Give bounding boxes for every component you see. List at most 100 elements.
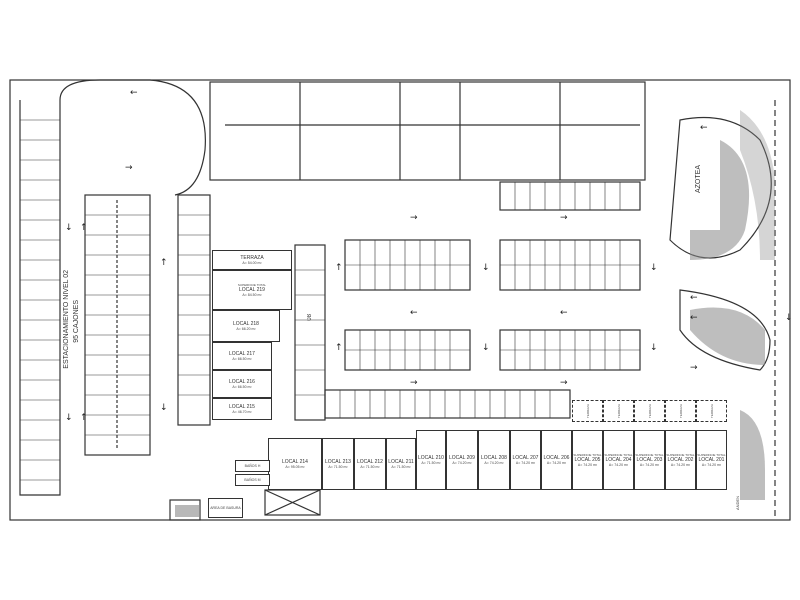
level-mark: 08 — [307, 314, 313, 321]
local-label: LOCAL 213 — [325, 459, 351, 465]
local-area: A= 74.20 m² — [639, 463, 660, 467]
terraza-bottom-label: TERRAZA — [678, 403, 683, 418]
superficie-label: SUPERFICIE TOTAL — [697, 453, 726, 457]
local-area: A= 66.50 m² — [232, 357, 252, 361]
svg-text:↓: ↓ — [65, 223, 73, 233]
terraza-area: A= 54.00 m² — [242, 261, 262, 265]
terraza-bottom-label: TERRAZA — [616, 403, 621, 418]
area-basura: AREA DE BASURA — [208, 498, 243, 518]
terraza-label: TERRAZA — [240, 255, 264, 261]
parking-title: ESTACIONAMIENTO NIVEL 02 — [63, 270, 70, 369]
banos-m: BAÑOS M — [235, 474, 270, 486]
local-area: A= 95.05 m² — [285, 465, 305, 469]
local-area: A= 74.20 m² — [670, 463, 691, 467]
local-label: LOCAL 209 — [449, 455, 475, 461]
svg-text:↓: ↓ — [482, 343, 490, 353]
local-area: A= 84.50 m² — [242, 293, 262, 297]
local-label: LOCAL 214 — [282, 459, 308, 465]
banos-h-label: BAÑOS H — [244, 464, 261, 468]
svg-text:↓: ↓ — [650, 343, 658, 353]
local-area: A= 74.20 m² — [452, 461, 472, 465]
superficie-label: SUPERFICIE TOTAL — [573, 453, 602, 457]
local-area: A= 66.20 m² — [236, 327, 256, 331]
svg-text:→: → — [560, 213, 568, 223]
local-label: LOCAL 218 — [233, 321, 259, 327]
terraza-bottom: TERRAZA — [665, 400, 696, 422]
local-label: LOCAL 217 — [229, 351, 255, 357]
terraza-bottom-label: TERRAZA — [585, 403, 590, 418]
right-parking-column — [294, 244, 326, 421]
upper-curved-ramp — [59, 79, 206, 196]
anden-label: ANDEN — [735, 496, 740, 511]
svg-text:↓: ↓ — [650, 263, 658, 273]
right-lower-island — [679, 289, 771, 371]
svg-text:→: → — [410, 378, 418, 388]
svg-text:→: → — [560, 378, 568, 388]
svg-text:←: ← — [410, 308, 418, 318]
svg-text:↑: ↑ — [335, 263, 343, 273]
svg-text:→: → — [125, 163, 133, 173]
banos-h: BAÑOS H — [235, 460, 270, 472]
svg-text:←: ← — [130, 88, 138, 98]
local-area: A= 74.20 m² — [701, 463, 722, 467]
svg-text:↓: ↓ — [785, 313, 793, 323]
terraza: TERRAZA A= 54.00 m² — [212, 250, 292, 270]
local-area: A= 71.50 m² — [328, 465, 348, 469]
azotea-label: AZOTEA — [695, 165, 702, 194]
local-label: LOCAL 215 — [229, 404, 255, 410]
superficie-label: SUPERFICIE TOTAL — [666, 453, 695, 457]
local-label: LOCAL 207 — [512, 455, 539, 461]
traffic-arrows: ←→ ↓↑ ↓↑ ↑↓ →→ ←← →→ ↑↑ ↓↓ ↓↓ ←←→ ←↓ — [65, 88, 793, 423]
local-area: A= 71.50 m² — [391, 465, 411, 469]
local-area: A= 71.50 m² — [421, 461, 441, 465]
central-parking-block — [84, 194, 151, 456]
terraza-bottom: TERRAZA — [572, 400, 603, 422]
svg-text:→: → — [410, 213, 418, 223]
svg-text:→: → — [690, 363, 698, 373]
local-label: LOCAL 204 — [605, 457, 632, 463]
left-parking-row — [19, 100, 61, 496]
superficie-label: SUPERFICIE TOTAL — [635, 453, 664, 457]
basura-label: AREA DE BASURA — [210, 506, 241, 510]
svg-text:↓: ↓ — [482, 263, 490, 273]
svg-text:↓: ↓ — [160, 403, 168, 413]
terraza-bottom: TERRAZA — [634, 400, 665, 422]
local-label: LOCAL 205 — [574, 457, 601, 463]
site-boundary — [9, 79, 791, 521]
terraza-bottom-label: TERRAZA — [709, 403, 714, 418]
parking-stall-lines — [20, 119, 640, 481]
local-area: A= 71.50 m² — [360, 465, 380, 469]
svg-text:↑: ↑ — [160, 258, 168, 268]
local-label: LOCAL 206 — [543, 455, 570, 461]
local-area: A= 74.20 m² — [515, 461, 536, 465]
local-label: LOCAL 201 — [698, 457, 725, 463]
svg-text:←: ← — [690, 293, 698, 303]
banos-m-label: BAÑOS M — [244, 478, 261, 482]
svg-text:←: ← — [560, 308, 568, 318]
hatched-areas — [175, 110, 775, 517]
svg-text:↑: ↑ — [335, 343, 343, 353]
left-mid-parking — [177, 194, 211, 426]
local-area: A= 74.20 m² — [577, 463, 598, 467]
svg-text:↑: ↑ — [80, 223, 88, 233]
local-area: A= 74.20 m² — [546, 461, 567, 465]
